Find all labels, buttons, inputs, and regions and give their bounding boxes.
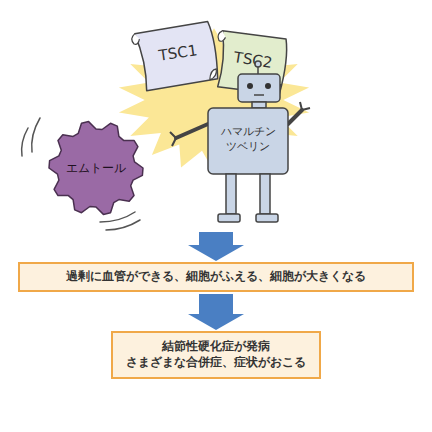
box-text: さまざまな合併症、症状がおこる (126, 355, 306, 371)
robot-mouth (254, 94, 264, 96)
scroll-curl (131, 33, 140, 44)
robot-leg (260, 174, 270, 214)
robot-eye (265, 83, 271, 89)
swoosh-line (22, 128, 28, 156)
flow-arrow (188, 294, 244, 330)
robot-leg (226, 174, 236, 214)
scroll-curl (208, 69, 217, 80)
gear-body (49, 122, 143, 215)
gene-scroll: TSC1 (132, 18, 224, 92)
process-box: 過剰に血管ができる、細胞がふえる、細胞が大きくなる (18, 262, 414, 292)
robot-hand (300, 102, 310, 110)
robot-figure: ハマルチン ツベリン (200, 62, 296, 230)
robot-head (238, 74, 280, 102)
robot-foot (218, 214, 240, 222)
robot-hand (170, 132, 176, 146)
robot-foot (256, 214, 278, 222)
box-text: 過剰に血管ができる、細胞がふえる、細胞が大きくなる (66, 269, 366, 285)
swoosh-line (32, 118, 40, 152)
robot-body (208, 108, 288, 174)
robot-arm (288, 110, 302, 124)
scroll-curl (217, 30, 226, 42)
process-box: 結節性硬化症が発病さまざまな合併症、症状がおこる (111, 331, 321, 379)
robot-neck (252, 102, 266, 108)
box-text: 結節性硬化症が発病 (162, 339, 270, 355)
robot-antenna-tip (255, 61, 261, 67)
gear-shape: エムトール (48, 120, 144, 216)
protein-label: ハマルチン ツベリン (214, 124, 282, 155)
flow-arrow (188, 232, 244, 261)
swoosh-line (106, 220, 140, 230)
robot-arm (176, 124, 208, 138)
robot-eye (247, 83, 253, 89)
protein-label: エムトール (48, 160, 144, 177)
